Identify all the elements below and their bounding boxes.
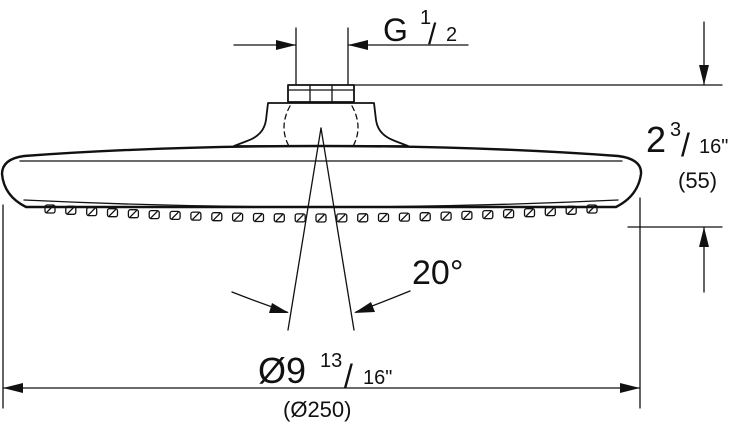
angle-label: 20° xyxy=(412,254,463,292)
diameter-dimension: Ø9 13 / 16" (Ø250) xyxy=(2,197,641,422)
spray-nozzle xyxy=(336,213,348,223)
thread-label-prefix: G xyxy=(383,12,408,48)
spray-nozzle-mark xyxy=(442,212,450,220)
spray-nozzle-mark xyxy=(567,206,575,214)
thread-dimension: G 1 / 2 xyxy=(233,7,469,86)
spray-nozzle xyxy=(377,212,390,223)
spray-nozzle-mark xyxy=(588,205,596,213)
spray-nozzle xyxy=(461,210,473,221)
spray-nozzles xyxy=(44,204,598,223)
spray-nozzle xyxy=(440,211,452,221)
thread-arrow-left xyxy=(276,40,296,50)
spray-nozzle-mark xyxy=(233,213,242,221)
height-label-denominator: 16" xyxy=(699,136,728,158)
spray-nozzle xyxy=(523,208,536,218)
spray-nozzle-mark xyxy=(338,214,346,222)
shower-head xyxy=(0,84,643,223)
spray-nozzle xyxy=(106,208,119,218)
angle-arrow-right xyxy=(354,302,375,313)
spray-nozzle xyxy=(231,212,244,222)
spray-nozzle-mark xyxy=(546,207,554,216)
spray-nozzle xyxy=(273,213,285,223)
height-arrow-bottom xyxy=(699,227,709,247)
spray-nozzle xyxy=(586,204,598,214)
thread-arrow-right xyxy=(348,40,368,50)
diameter-label-whole: Ø9 xyxy=(258,350,306,391)
spray-nozzle-mark xyxy=(400,213,409,221)
diameter-arrow-right xyxy=(620,383,640,393)
diameter-label-numerator: 13 xyxy=(320,350,342,372)
spray-nozzle xyxy=(315,213,327,223)
spray-nozzle-mark xyxy=(379,213,388,222)
spray-line-left xyxy=(287,127,322,331)
spray-nozzle-mark xyxy=(129,210,138,218)
spray-nozzle-mark xyxy=(484,210,492,219)
diameter-label-metric: (Ø250) xyxy=(283,397,351,422)
spray-nozzle-mark xyxy=(359,214,367,222)
spray-nozzle-mark xyxy=(504,210,513,218)
spray-nozzle xyxy=(398,212,411,222)
spray-nozzle-mark xyxy=(254,213,263,222)
head-body xyxy=(0,144,643,209)
spray-nozzle-mark xyxy=(67,206,75,214)
spray-nozzle-mark xyxy=(150,210,158,219)
spray-nozzle-mark xyxy=(317,214,325,222)
spray-nozzle xyxy=(294,213,306,223)
spray-nozzle-mark xyxy=(192,212,200,220)
spray-nozzle-mark xyxy=(171,211,179,220)
spray-angle-dimension: 20° xyxy=(231,127,463,331)
spray-nozzle xyxy=(211,212,223,222)
collar xyxy=(233,102,409,147)
connector-nut xyxy=(287,84,355,103)
face-plate xyxy=(23,199,619,208)
hidden-pipe xyxy=(283,105,359,149)
spray-nozzle-mark xyxy=(275,214,283,222)
spray-nozzle-mark xyxy=(296,214,304,222)
spray-nozzle-mark xyxy=(213,213,221,221)
spray-nozzle xyxy=(127,209,140,219)
spray-nozzle-mark xyxy=(108,209,117,217)
diameter-label-slash: / xyxy=(344,358,353,394)
spray-nozzle xyxy=(86,206,98,217)
spray-nozzle xyxy=(65,205,77,215)
spray-nozzle-mark xyxy=(46,205,54,213)
height-label-metric: (55) xyxy=(678,168,717,193)
thread-label-numerator: 1 xyxy=(420,7,431,29)
height-label-slash: / xyxy=(681,127,690,163)
spray-nozzle xyxy=(190,211,202,221)
spray-nozzle-mark xyxy=(463,211,471,220)
height-arrow-top xyxy=(699,65,709,85)
spray-line-right xyxy=(320,127,355,331)
spray-nozzle-mark xyxy=(421,213,429,221)
height-label-numerator: 3 xyxy=(670,119,681,141)
spray-nozzle xyxy=(148,209,160,220)
spray-nozzle-mark xyxy=(525,209,534,217)
spray-nozzle xyxy=(502,209,515,219)
spray-nozzle xyxy=(482,209,494,220)
diameter-label-denominator: 16" xyxy=(363,367,392,389)
height-dimension: 2 3 / 16" (55) xyxy=(353,21,728,293)
thread-label-denominator: 2 xyxy=(446,24,457,46)
spray-nozzle xyxy=(565,205,577,215)
spray-nozzle xyxy=(357,213,369,223)
height-label-whole: 2 xyxy=(646,119,666,160)
thread-label-slash: / xyxy=(428,18,437,51)
diameter-arrow-left xyxy=(3,383,23,393)
spray-nozzle xyxy=(252,212,265,223)
spray-nozzle-mark xyxy=(88,207,96,216)
spray-nozzle xyxy=(169,210,181,221)
spray-nozzle xyxy=(419,212,431,222)
angle-arrow-left xyxy=(269,303,289,313)
spray-nozzle xyxy=(44,204,56,214)
spray-nozzle xyxy=(544,206,556,217)
